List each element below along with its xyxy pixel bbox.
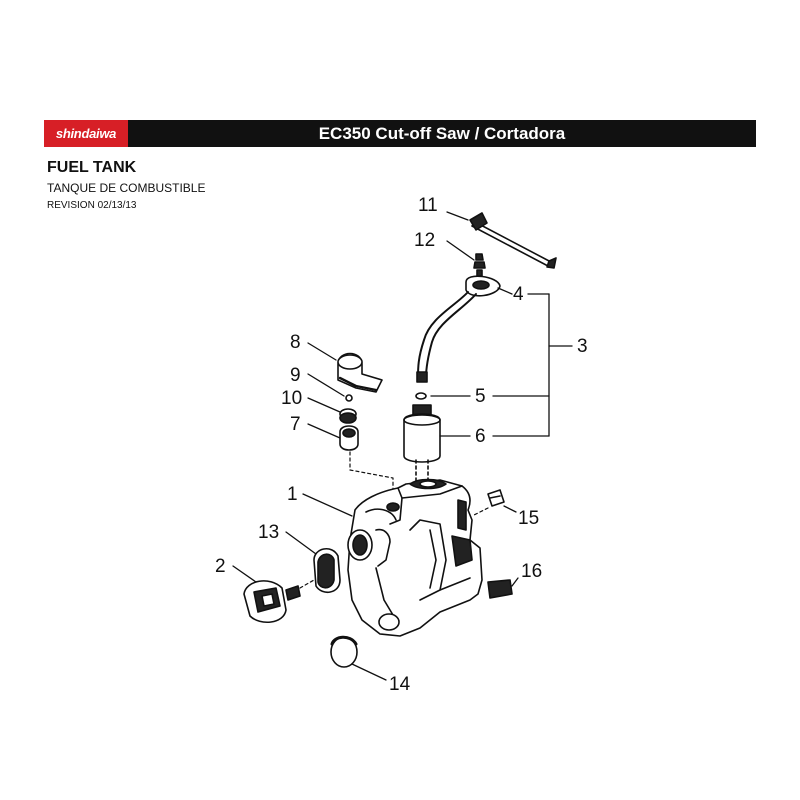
shindaiwa-logo: shindaiwa [44,120,128,147]
part-7-grommet [339,425,359,451]
part-16-pad [487,579,513,599]
callout-9: 9 [290,365,301,386]
callout-numbers: 11 12 4 3 5 6 8 9 10 7 1 13 2 14 15 16 [215,195,588,695]
callout-8: 8 [290,332,301,353]
header-bar [44,120,756,147]
part-8-vent-lever [337,352,383,393]
page-title: FUEL TANK [47,159,137,176]
callout-14: 14 [389,674,411,695]
part-4-fuel-hose [416,275,501,383]
callout-2: 2 [215,556,226,577]
callout-4: 4 [513,284,524,305]
part-11-fuel-pipe [469,212,557,269]
part-13-cap-retainer [313,548,341,593]
callout-11: 11 [418,195,438,216]
part-1-fuel-tank [347,478,483,637]
part-9-washer [345,394,353,402]
callout-10: 10 [281,388,302,409]
part-2-fuel-cap [243,579,315,623]
callout-16: 16 [521,561,542,582]
logo-text: shindaiwa [55,126,117,141]
part-14-plug [330,635,358,668]
callout-7: 7 [290,414,301,435]
part-10-spacer [339,408,357,424]
callout-6: 6 [475,426,486,447]
callout-15: 15 [518,508,539,529]
callout-5: 5 [475,386,486,407]
callout-12: 12 [414,230,435,251]
part-6-fuel-filter [403,404,441,485]
callout-1: 1 [287,484,298,505]
leader-lines [232,211,573,681]
page-subtitle: TANQUE DE COMBUSTIBLE [47,181,206,195]
callout-3: 3 [577,336,588,357]
revision-date: REVISION 02/13/13 [47,200,137,211]
part-5-o-ring [415,392,427,400]
header-title: EC350 Cut-off Saw / Cortadora [318,123,566,143]
part-12-fitting [473,253,486,277]
part-15-screw [471,489,505,517]
callout-13: 13 [258,522,279,543]
